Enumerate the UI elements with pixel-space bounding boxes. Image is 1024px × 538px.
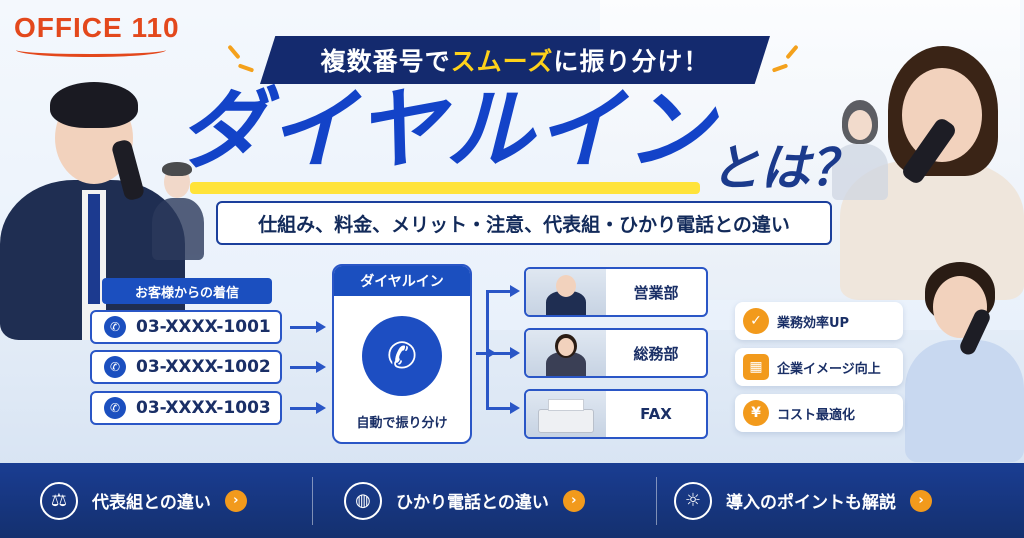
logo-swoosh [16, 43, 166, 57]
benefit-image: ▦ 企業イメージ向上 [735, 348, 903, 386]
connector-vertical-line [486, 290, 489, 408]
arrow-right-icon [486, 402, 520, 414]
footer-divider [656, 477, 657, 525]
scales-icon: ⚖ [40, 481, 78, 520]
footer-nav: ⚖ 代表組との違い › ◍ ひかり電話との違い › ☼ 導入のポイントも解説 › [0, 463, 1024, 538]
background-woman-photo [830, 100, 890, 200]
page-title-suffix: とは？ [710, 139, 860, 197]
phone-number-text: 03-XXXX-1003 [136, 398, 271, 418]
destination-label: 総務部 [633, 344, 679, 363]
spark-decoration [237, 63, 255, 73]
ribbon-text-after: に振り分け！ [553, 47, 710, 76]
destination-general-affairs: 総務部 [524, 328, 708, 378]
office110-logo: OFFICE 110 [14, 12, 180, 43]
sales-staff-photo [526, 269, 606, 315]
subtitle-topics: 仕組み、料金、メリット・注意、代表組・ひかり電話との違い [216, 201, 832, 245]
benefit-efficiency: ✓ 業務効率UP [735, 302, 903, 340]
benefit-label: 企業イメージ向上 [777, 361, 881, 377]
fax-machine-photo [526, 391, 606, 437]
ribbon-text-highlight: スムーズ [450, 47, 554, 76]
phone-number-text: 03-XXXX-1002 [136, 357, 271, 377]
lightbulb-icon: ☼ [674, 481, 712, 520]
footer-divider [312, 477, 313, 525]
building-icon: ▦ [743, 354, 769, 380]
benefit-cost: ¥ コスト最適化 [735, 394, 903, 432]
chevron-right-icon: › [562, 489, 585, 512]
yen-icon: ¥ [743, 400, 769, 426]
ribbon-text-before: 複数番号で [320, 47, 451, 76]
incoming-calls-label: お客様からの着信 [102, 278, 272, 304]
phone-icon: ✆ [104, 356, 126, 378]
general-affairs-staff-photo [526, 330, 606, 376]
footer-link-vs-hikari-phone[interactable]: ◍ ひかり電話との違い › [344, 463, 585, 538]
chevron-right-icon: › [224, 489, 247, 512]
destination-label: FAX [640, 405, 672, 423]
benefit-label: 業務効率UP [777, 315, 850, 331]
phone-ringing-icon: ✆ [362, 316, 442, 396]
destination-fax: FAX [524, 389, 708, 439]
spark-decoration [227, 44, 241, 60]
arrow-right-icon [486, 347, 520, 359]
globe-icon: ◍ [344, 481, 382, 520]
dialin-router-box: ダイヤルイン ✆ 自動で振り分け [332, 264, 472, 444]
destination-sales: 営業部 [524, 267, 708, 317]
footer-link-label: 導入のポイントも解説 [726, 493, 896, 513]
arrow-right-icon [486, 285, 520, 297]
background-man-photo [148, 160, 208, 260]
dialin-box-title: ダイヤルイン [334, 266, 470, 296]
footer-link-vs-representative-group[interactable]: ⚖ 代表組との違い › [40, 463, 247, 538]
chevron-right-icon: › [910, 489, 932, 512]
arrow-right-icon [290, 402, 326, 414]
headline-ribbon: 複数番号でスムーズに振り分け！ [260, 36, 770, 84]
footer-link-label: 代表組との違い [92, 493, 211, 513]
phone-number-1: ✆ 03-XXXX-1001 [90, 310, 282, 344]
phone-number-3: ✆ 03-XXXX-1003 [90, 391, 282, 425]
footer-link-implementation-points[interactable]: ☼ 導入のポイントも解説 › [674, 463, 932, 538]
operator-woman-photo [905, 262, 1024, 462]
destination-label: 営業部 [633, 283, 679, 302]
arrow-right-icon [290, 321, 326, 333]
title-underline [190, 182, 700, 194]
phone-icon: ✆ [104, 316, 126, 338]
check-icon: ✓ [743, 308, 769, 334]
phone-number-2: ✆ 03-XXXX-1002 [90, 350, 282, 384]
arrow-right-icon [290, 361, 326, 373]
phone-number-text: 03-XXXX-1001 [136, 317, 271, 337]
benefit-label: コスト最適化 [777, 407, 856, 423]
footer-link-label: ひかり電話との違い [396, 493, 549, 513]
phone-icon: ✆ [104, 397, 126, 419]
dialin-box-caption: 自動で振り分け [356, 416, 448, 431]
page-title: ダイヤルイン [178, 78, 716, 181]
